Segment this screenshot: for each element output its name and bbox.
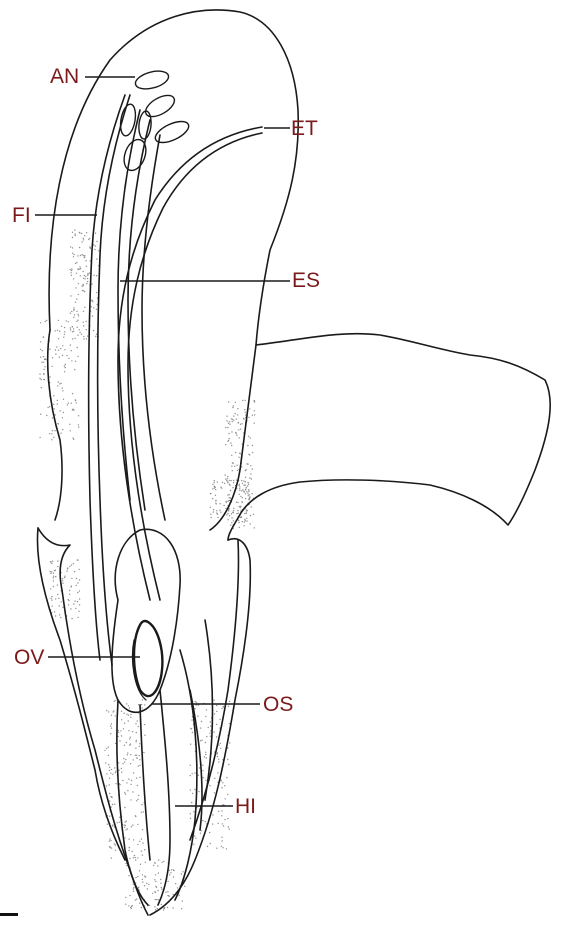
label-an: AN — [50, 66, 79, 88]
label-et: ET — [291, 118, 318, 140]
label-hi: HI — [235, 796, 256, 818]
label-es: ES — [292, 270, 320, 292]
scale-bar — [0, 913, 18, 916]
label-os: OS — [263, 694, 293, 716]
label-fi: FI — [12, 205, 31, 227]
label-ov: OV — [14, 647, 44, 669]
